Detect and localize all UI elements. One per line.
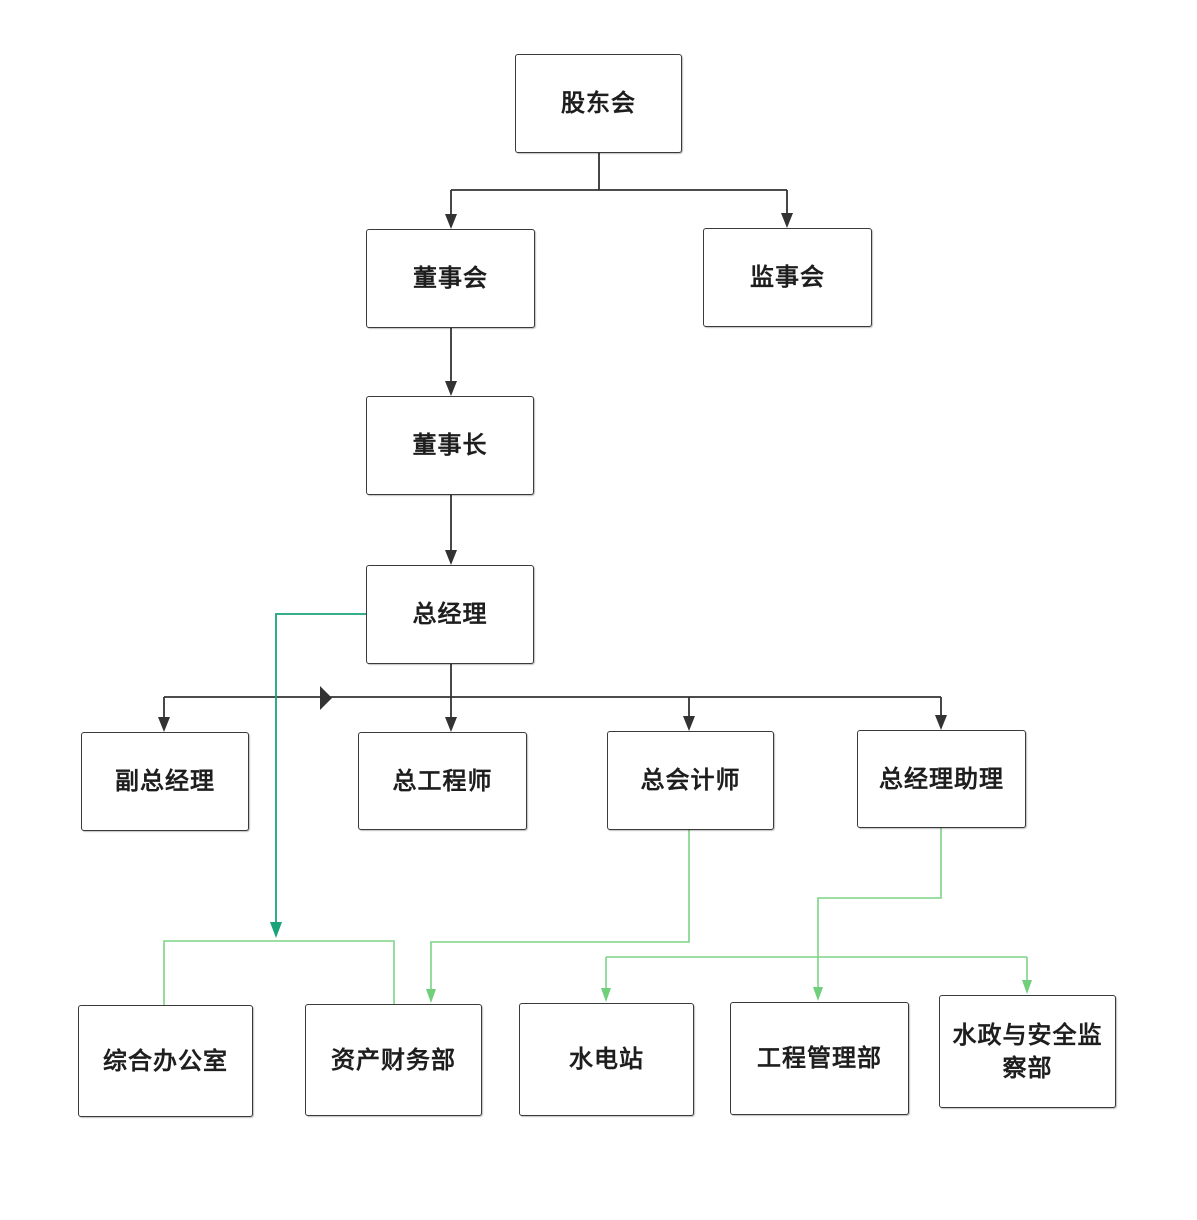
node-label: 董事长 bbox=[412, 431, 488, 460]
arrowhead-to-chief-engineer bbox=[445, 717, 457, 732]
node-hydropower-station: 水电站 bbox=[519, 1003, 694, 1116]
node-label: 总经理 bbox=[412, 600, 488, 629]
node-label: 总工程师 bbox=[392, 766, 493, 795]
arrowhead-to-gm-assistant bbox=[935, 715, 947, 730]
node-chief-accountant: 总会计师 bbox=[607, 731, 774, 830]
node-gm-assistant: 总经理助理 bbox=[857, 730, 1026, 828]
node-label: 监事会 bbox=[750, 263, 825, 292]
node-engineering-management-dept: 工程管理部 bbox=[730, 1002, 909, 1115]
arrowhead-to-chief-accountant bbox=[683, 716, 695, 731]
arrowhead-to-finance bbox=[426, 989, 436, 1003]
arrowhead-to-engineering bbox=[813, 987, 823, 1001]
arrowhead-to-deputy-gm bbox=[158, 717, 170, 732]
node-label: 资产财务部 bbox=[331, 1045, 456, 1074]
node-label: 股东会 bbox=[561, 89, 636, 118]
arrowhead-to-supervisors bbox=[781, 213, 793, 228]
node-label: 综合办公室 bbox=[103, 1046, 228, 1075]
green-connectors bbox=[163, 828, 1028, 1005]
node-label: 副总经理 bbox=[115, 767, 215, 796]
node-board-of-supervisors: 监事会 bbox=[703, 228, 872, 327]
node-label: 总会计师 bbox=[640, 766, 741, 795]
arrowhead-to-gm bbox=[445, 550, 457, 565]
primary-arrowheads bbox=[158, 213, 947, 732]
node-label: 水电站 bbox=[569, 1045, 644, 1074]
node-general-manager: 总经理 bbox=[366, 565, 534, 664]
node-chief-engineer: 总工程师 bbox=[358, 732, 527, 830]
arrowhead-to-board bbox=[445, 214, 457, 229]
teal-arrowhead bbox=[270, 922, 282, 938]
node-deputy-general-manager: 副总经理 bbox=[81, 732, 249, 831]
green-arrowheads bbox=[426, 980, 1032, 1003]
arrowhead-midline bbox=[320, 686, 332, 710]
node-water-administration-safety-dept: 水政与安全监察部 bbox=[939, 995, 1116, 1108]
primary-connectors bbox=[163, 153, 942, 718]
node-board-of-directors: 董事会 bbox=[366, 229, 535, 328]
node-shareholders-meeting: 股东会 bbox=[515, 54, 682, 153]
arrowhead-to-water-safety bbox=[1022, 980, 1032, 994]
node-label: 董事会 bbox=[413, 264, 488, 293]
node-asset-finance-dept: 资产财务部 bbox=[305, 1004, 482, 1116]
arrowhead-to-hydropower bbox=[601, 988, 611, 1002]
node-chairman: 董事长 bbox=[366, 396, 534, 495]
node-label: 总经理助理 bbox=[879, 764, 1004, 793]
node-general-office: 综合办公室 bbox=[78, 1005, 253, 1117]
node-label: 水政与安全监察部 bbox=[952, 1021, 1103, 1082]
teal-connector bbox=[275, 613, 366, 924]
arrowhead-to-chairman bbox=[445, 381, 457, 396]
node-label: 工程管理部 bbox=[757, 1044, 882, 1073]
